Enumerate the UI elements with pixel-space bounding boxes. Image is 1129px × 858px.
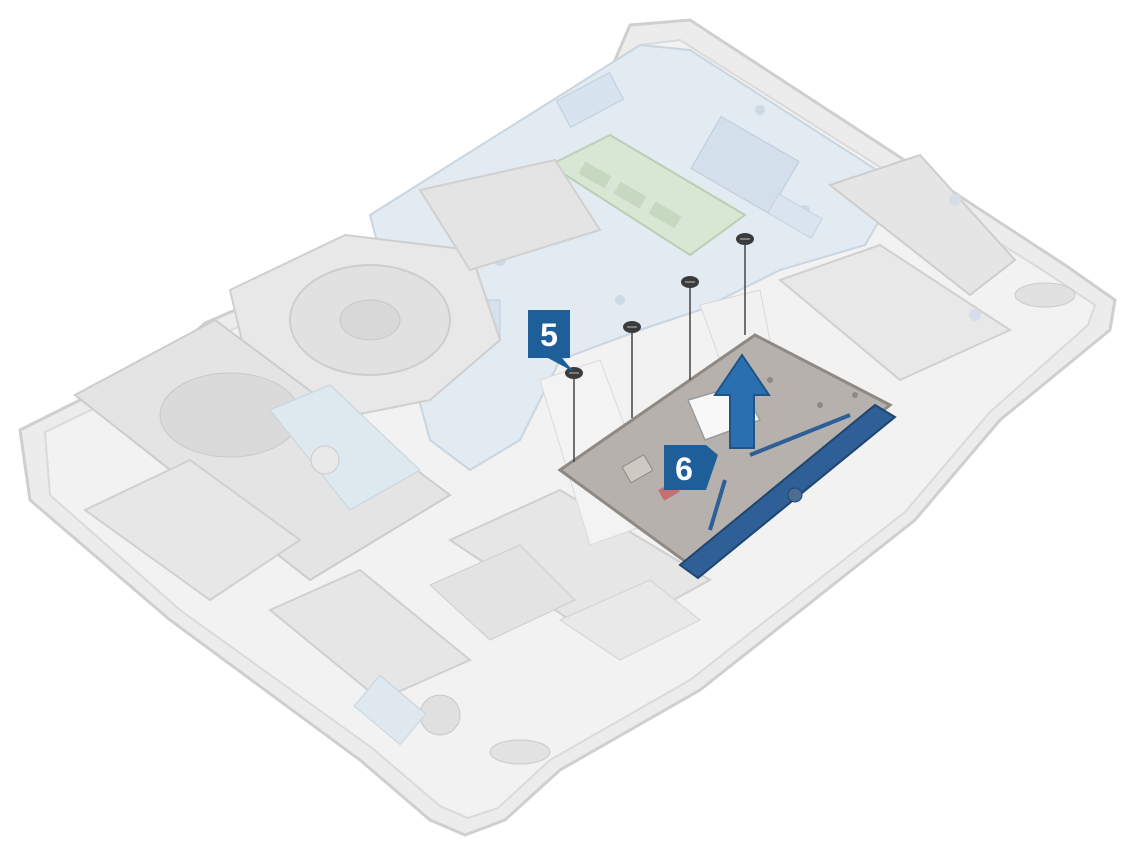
callout-6-label: 6 — [675, 451, 693, 487]
right-components — [778, 153, 1076, 382]
screw-icon — [565, 367, 583, 379]
callout-5-label: 5 — [540, 317, 558, 353]
callout-5: 5 — [528, 310, 574, 372]
screw-icon — [681, 276, 699, 288]
battery-area — [429, 488, 713, 661]
callout-6: 6 — [664, 445, 718, 490]
lift-arrow-icon — [713, 353, 771, 449]
screw-icon — [736, 233, 754, 245]
screws — [565, 233, 754, 462]
touchpad-board — [678, 403, 897, 580]
cooling-fan — [228, 158, 602, 422]
lower-left-components — [83, 458, 551, 765]
hard-drive — [73, 318, 452, 582]
memory-module — [547, 133, 747, 257]
screw-icon — [623, 321, 641, 333]
